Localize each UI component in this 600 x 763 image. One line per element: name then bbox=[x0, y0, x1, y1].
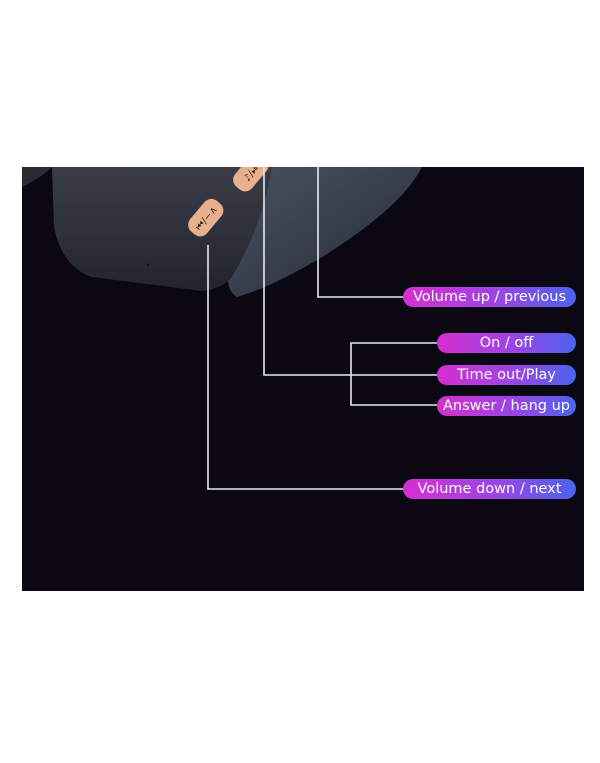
headphone-photo: ⏮/−∧ ♪/⏯ Volume up / previous On / off T… bbox=[22, 167, 584, 591]
headphone-illustration: ⏮/−∧ ♪/⏯ bbox=[22, 167, 437, 490]
label-time-out-play: Time out/Play bbox=[437, 365, 576, 385]
play-button: ♪/⏯ bbox=[233, 167, 269, 192]
label-volume-down-next: Volume down / next bbox=[403, 479, 576, 499]
callout-lines bbox=[207, 167, 437, 490]
label-answer-hang-up: Answer / hang up bbox=[437, 396, 576, 416]
ear-pad bbox=[228, 167, 422, 297]
label-on-off: On / off bbox=[437, 333, 576, 353]
label-volume-up-previous: Volume up / previous bbox=[403, 287, 576, 307]
ear-cup bbox=[52, 167, 272, 291]
